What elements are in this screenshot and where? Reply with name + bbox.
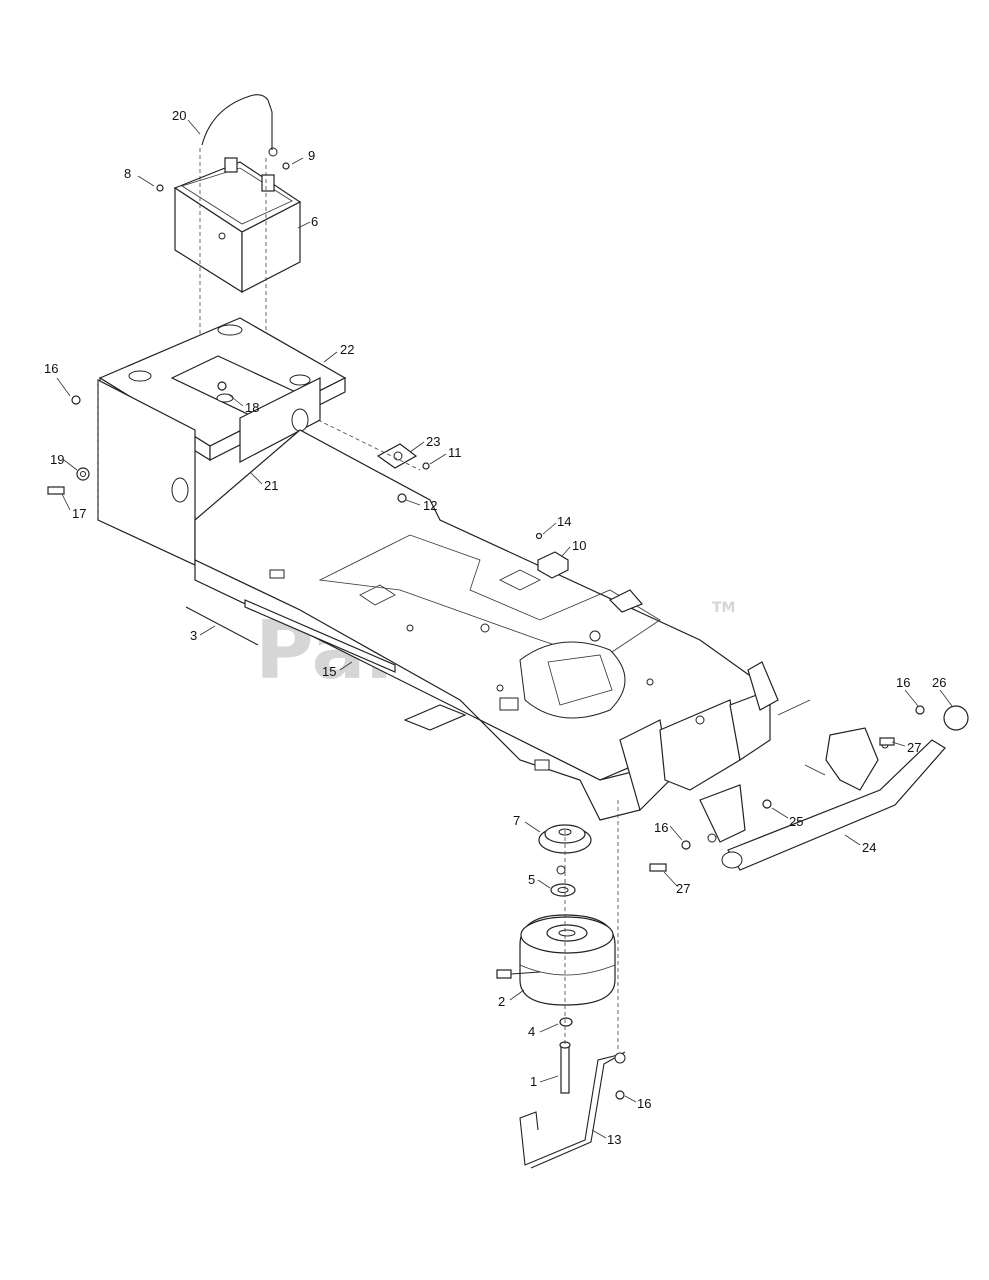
callout-25: 25 [789, 814, 803, 829]
callout-27-b: 27 [676, 881, 690, 896]
bolt [560, 1044, 570, 1094]
callout-16-d: 16 [637, 1096, 651, 1111]
frame-strip [244, 599, 396, 673]
battery [173, 147, 302, 294]
callout-4: 4 [528, 1024, 535, 1039]
spindle [943, 705, 969, 731]
battery-strap [201, 94, 273, 150]
callout-16-a: 16 [44, 361, 58, 376]
callout-1: 1 [530, 1074, 537, 1089]
callout-13: 13 [607, 1132, 621, 1147]
callout-5: 5 [528, 872, 535, 887]
main-frame [97, 379, 779, 821]
front-axle [699, 727, 946, 871]
callout-22: 22 [340, 342, 354, 357]
rod [185, 606, 259, 646]
callout-20: 20 [172, 108, 186, 123]
callout-14: 14 [557, 514, 571, 529]
callout-21: 21 [264, 478, 278, 493]
callout-15: 15 [322, 664, 336, 679]
callout-labels: 20 9 8 6 22 16 18 23 11 19 21 12 17 14 1… [44, 108, 946, 1147]
callout-7: 7 [513, 813, 520, 828]
callout-16-b: 16 [896, 675, 910, 690]
callout-8: 8 [124, 166, 131, 181]
callout-11: 11 [448, 445, 462, 460]
callout-6: 6 [311, 214, 318, 229]
callout-19: 19 [50, 452, 64, 467]
callout-27-a: 27 [907, 740, 921, 755]
battery-box [239, 377, 321, 463]
lever-rod [519, 1054, 619, 1166]
callout-26: 26 [932, 675, 946, 690]
fasteners [47, 162, 925, 872]
nut [559, 1017, 573, 1027]
callout-17: 17 [72, 506, 86, 521]
leader-lines [56, 119, 953, 1139]
callout-23: 23 [426, 434, 440, 449]
callout-2: 2 [498, 994, 505, 1009]
callout-10: 10 [572, 538, 586, 553]
callout-9: 9 [308, 148, 315, 163]
callout-24: 24 [862, 840, 876, 855]
pto-clutch [496, 914, 616, 1006]
watermark-tm: TM [712, 600, 735, 616]
callout-12: 12 [423, 498, 437, 513]
callout-18: 18 [245, 400, 259, 415]
callout-3: 3 [190, 628, 197, 643]
callout-16-c: 16 [654, 820, 668, 835]
connector [537, 551, 569, 579]
